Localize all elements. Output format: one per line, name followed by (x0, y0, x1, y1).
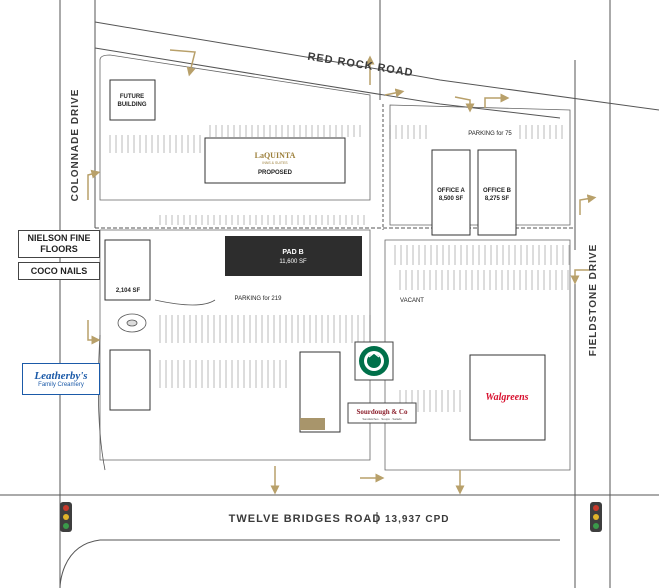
leatherbys-sub: Family Creamery (38, 382, 84, 388)
coco-nails-sign: COCO NAILS (18, 262, 100, 280)
parcel-outlines (99, 54, 571, 471)
pad-b-name: PAD B (282, 249, 303, 256)
office-a-name: OFFICE A (437, 188, 465, 194)
walgreens-logo: Walgreens (485, 392, 528, 403)
office-b-size: 8,275 SF (485, 196, 510, 202)
hotel-brand: LaQUINTA (255, 151, 296, 160)
future-building-label-2: BUILDING (118, 102, 147, 108)
road-label-south: TWELVE BRIDGES ROAD (229, 513, 382, 525)
walgreens-building (469, 354, 546, 441)
office-b-name: OFFICE B (483, 188, 512, 194)
office-b (477, 149, 517, 236)
hotel-status: PROPOSED (258, 170, 293, 176)
nielson-line-1: NIELSON FINE (27, 233, 91, 243)
direction-arrow-icon (87, 320, 101, 345)
nielson-floors-sign: NIELSON FINE FLOORS (18, 230, 100, 258)
nielson-line-2: FLOORS (40, 244, 78, 254)
vacant-label: VACANT (400, 298, 424, 304)
office-a-size: 8,500 SF (439, 196, 464, 202)
direction-arrow-icon (169, 49, 196, 77)
future-building-label-1: FUTURE (120, 94, 144, 100)
traffic-light-icon (60, 502, 72, 532)
direction-arrow-icon (570, 269, 590, 285)
road-traffic-count: 13,937 CPD (385, 514, 449, 525)
direction-arrow-icon (384, 88, 405, 98)
starbucks-logo-icon (354, 341, 394, 381)
creamery-pad (109, 349, 151, 411)
small-pad-size: 2,104 SF (116, 288, 141, 294)
direction-arrow-icon (87, 169, 101, 200)
pad-b-building (225, 236, 362, 276)
direction-arrow-icon (484, 93, 510, 108)
road-label-west: COLONNADE DRIVE (70, 89, 81, 202)
buildings: FUTURE BUILDING LaQUINTA INNS & SUITES P… (104, 79, 546, 441)
future-building (109, 79, 156, 121)
direction-arrow-icon (454, 96, 475, 113)
sourdough-name: Sourdough & Co (357, 408, 408, 416)
sourdough-sub: Sandwiches · Soups · Salads (362, 417, 402, 421)
traffic-light-icon (590, 502, 602, 532)
parking-east-label: PARKING for 75 (468, 131, 512, 137)
landscape-features (97, 299, 216, 471)
hotel-building (204, 137, 346, 184)
parking-stalls (109, 125, 570, 412)
hotel-sub: INNS & SUITES (262, 161, 288, 165)
small-pad-building (104, 239, 151, 301)
direction-arrow-icon (579, 194, 597, 215)
road-label-north: RED ROCK ROAD (307, 51, 415, 80)
pad-b-size: 11,600 SF (279, 259, 307, 265)
parking-main-label: PARKING for 219 (235, 296, 283, 302)
sourdough-logo: Sourdough & Co Sandwiches · Soups · Sala… (347, 402, 417, 424)
road-label-east: FIELDSTONE DRIVE (588, 244, 599, 357)
leatherbys-sign: Leatherby's Family Creamery (22, 363, 100, 395)
office-a (431, 149, 471, 236)
direction-arrows (87, 49, 597, 495)
leatherbys-name: Leatherby's (34, 370, 88, 382)
retail-pad-tenant (300, 418, 325, 430)
